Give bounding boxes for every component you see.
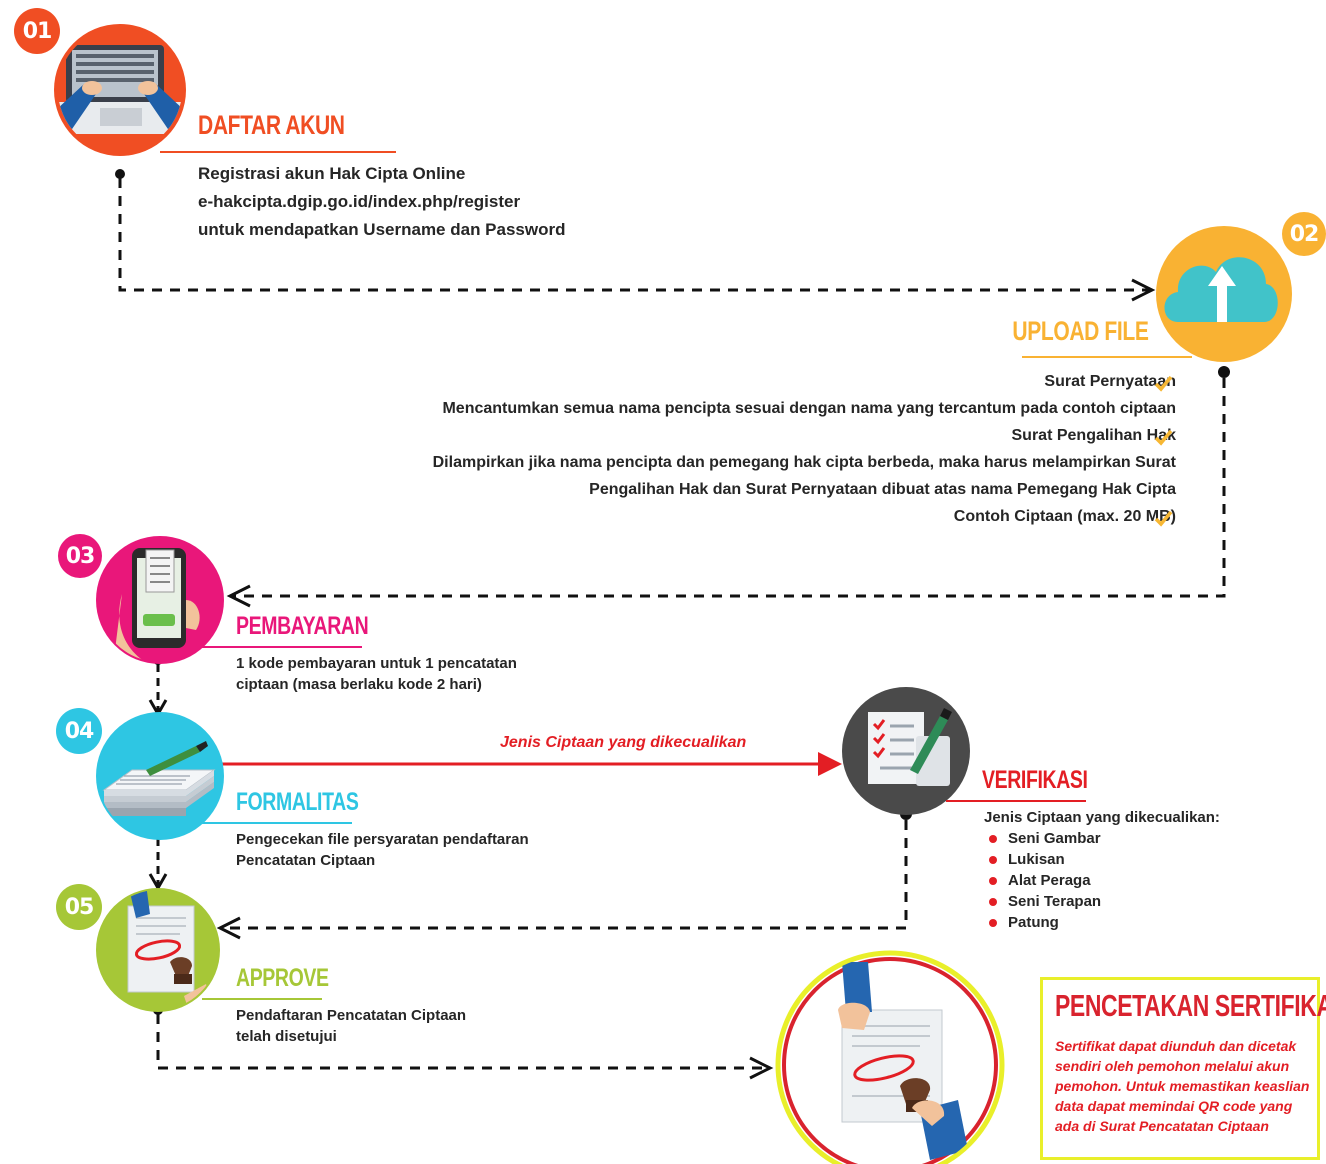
check-icon <box>1154 375 1173 392</box>
checklist-icon <box>842 687 970 815</box>
step-4-underline <box>202 822 352 824</box>
step-3-title: PEMBAYARAN <box>236 612 369 640</box>
exception-arrow-label: Jenis Ciptaan yang dikecualikan <box>500 734 747 751</box>
step-4-line-1: Pengecekan file persyaratan pendaftaran <box>236 831 529 848</box>
step-1-description: Registrasi akun Hak Cipta Online e-hakci… <box>198 160 566 244</box>
step-3-description: 1 kode pembayaran untuk 1 pencatatan cip… <box>236 653 517 695</box>
step-1-underline <box>160 151 396 153</box>
step-1-line-2: e-hakcipta.dgip.go.id/index.php/register <box>198 192 521 211</box>
step-5-underline <box>202 998 322 1000</box>
step-2-description: Surat Pernyataan Mencantumkan semua nama… <box>433 368 1176 530</box>
step-1-title: DAFTAR AKUN <box>198 110 345 140</box>
upload-item-2: Surat Pengalihan Hak <box>433 422 1177 449</box>
check-icon <box>1154 510 1173 527</box>
step-1-badge: 01 <box>14 8 60 54</box>
certificate-panel: PENCETAKAN SERTIFIKAT Sertifikat dapat d… <box>1040 977 1326 1160</box>
list-item: Patung <box>984 912 1101 933</box>
step-3-underline <box>202 646 362 648</box>
step-4-description: Pengecekan file persyaratan pendaftaran … <box>236 829 529 871</box>
upload-item-1-text: Mencantumkan semua nama pencipta sesuai … <box>442 400 1176 417</box>
step-5-line-1: Pendaftaran Pencatatan Ciptaan <box>236 1007 467 1024</box>
cloud-upload-icon <box>1156 226 1292 362</box>
list-item: Seni Gambar <box>984 828 1101 849</box>
list-item: Seni Terapan <box>984 891 1101 912</box>
upload-item-3-heading: Contoh Ciptaan (max. 20 MB) <box>953 508 1176 525</box>
certificate-title: PENCETAKAN SERTIFIKAT <box>1055 988 1326 1023</box>
step-4-badge: 04 <box>56 708 102 754</box>
verification-title: VERIFIKASI <box>982 766 1088 794</box>
step-4-title: FORMALITAS <box>236 788 359 816</box>
verification-underline <box>946 800 1086 802</box>
upload-item-2-text-2: Pengalihan Hak dan Surat Pernyataan dibu… <box>589 481 1176 498</box>
step-4-line-2: Pencatatan Ciptaan <box>236 852 376 869</box>
step-5-line-2: telah disetujui <box>236 1028 337 1045</box>
upload-item-2-heading: Surat Pengalihan Hak <box>1011 427 1177 444</box>
list-item: Alat Peraga <box>984 870 1101 891</box>
step-2-title: UPLOAD FILE <box>1011 316 1148 346</box>
step-3-badge: 03 <box>58 534 102 578</box>
excluded-works-list: Seni Gambar Lukisan Alat Peraga Seni Ter… <box>984 828 1101 933</box>
check-icon <box>1154 429 1173 446</box>
exception-arrow <box>222 752 842 776</box>
step-3-line-2: ciptaan (masa berlaku kode 2 hari) <box>236 676 482 693</box>
step-2-underline <box>1022 356 1192 358</box>
step-5-description: Pendaftaran Pencatatan Ciptaan telah dis… <box>236 1005 466 1047</box>
step-2-badge: 02 <box>1282 212 1326 256</box>
verification-list-heading: Jenis Ciptaan yang dikecualikan: <box>984 809 1220 826</box>
connector-2-3 <box>226 366 1230 608</box>
phone-payment-icon <box>96 536 224 664</box>
connector-1-2 <box>115 169 1156 302</box>
certificate-description: Sertifikat dapat diunduh dan dicetak sen… <box>1055 1038 1310 1134</box>
step-3-line-1: 1 kode pembayaran untuk 1 pencatatan <box>236 655 517 672</box>
upload-check-icons <box>1154 375 1173 527</box>
upload-item-2-text-1: Dilampirkan jika nama pencipta dan pemeg… <box>432 454 1176 471</box>
step-5-title: APPROVE <box>236 964 329 992</box>
laptop-typing-icon <box>54 24 186 156</box>
document-stack-icon <box>96 712 224 840</box>
upload-item-1: Surat Pernyataan <box>433 368 1176 395</box>
step-1-line-1: Registrasi akun Hak Cipta Online <box>198 164 466 183</box>
upload-item-1-heading: Surat Pernyataan <box>1044 373 1176 390</box>
certificate-stamp-icon <box>775 950 1005 1164</box>
stamp-approve-icon <box>96 888 220 1012</box>
step-5-badge: 05 <box>56 884 102 930</box>
step-1-line-3: untuk mendapatkan Username dan Password <box>198 220 566 239</box>
list-item: Lukisan <box>984 849 1101 870</box>
upload-item-3: Contoh Ciptaan (max. 20 MB) <box>433 503 1176 530</box>
connector-verify-5 <box>216 808 912 940</box>
